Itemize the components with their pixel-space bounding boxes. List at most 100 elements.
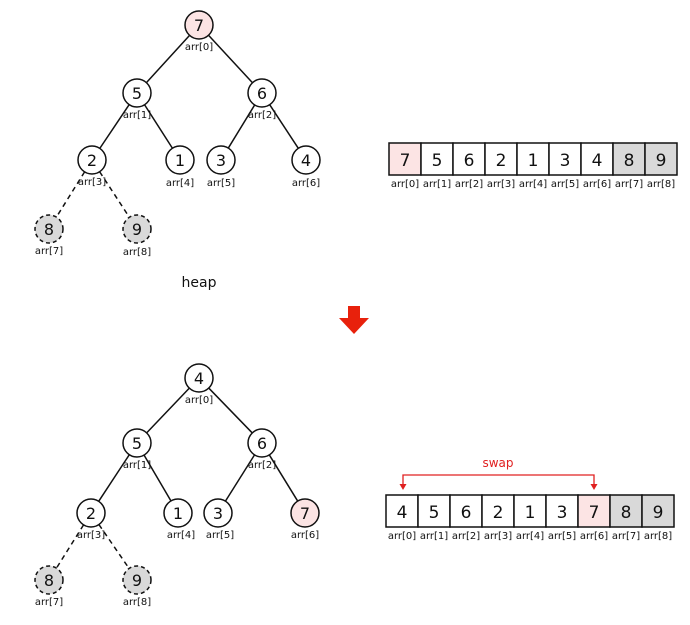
array-index-label: arr[7]: [615, 179, 643, 190]
tree-node-value: 8: [44, 220, 54, 239]
tree-node-circle: [122, 428, 152, 458]
array-index-label: arr[1]: [423, 179, 451, 190]
tree-node-circle: [77, 145, 107, 175]
heap-caption: heap: [182, 275, 217, 291]
tree-node-index-label: arr[2]: [248, 460, 276, 471]
tree-node-value: 7: [300, 504, 310, 523]
tree-edge: [269, 104, 299, 149]
bottom-tree-nodes: 4arr[0]5arr[1]6arr[2]2arr[3]1arr[4]3arr[…: [34, 363, 320, 608]
array-cell-value: 9: [653, 503, 664, 523]
tree-node-value: 6: [257, 434, 267, 453]
array-index-label: arr[8]: [647, 179, 675, 190]
tree-node-circle: [247, 78, 277, 108]
tree-node-circle: [34, 214, 64, 244]
tree-node-index-label: arr[7]: [35, 597, 63, 608]
array-cell: 9 arr[8]: [644, 142, 678, 190]
tree-node-value: 7: [194, 16, 204, 35]
tree-node-index-label: arr[5]: [206, 530, 234, 541]
array-cell: 8 arr[7]: [609, 494, 643, 542]
array-cell: 4 arr[6]: [580, 142, 614, 190]
tree-node-index-label: arr[8]: [123, 247, 151, 258]
tree-node-index-label: arr[0]: [185, 395, 213, 406]
tree-node-index-label: arr[4]: [166, 178, 194, 189]
swap-arrowhead-left: [399, 484, 407, 490]
array-cell-value: 2: [493, 503, 504, 523]
top-tree-nodes: 7arr[0]5arr[1]6arr[2]2arr[3]1arr[4]3arr[…: [34, 10, 321, 258]
tree-edge: [208, 387, 253, 434]
array-index-label: arr[5]: [548, 531, 576, 542]
array-index-label: arr[0]: [388, 531, 416, 542]
tree-node: 1 arr[4]: [165, 145, 195, 189]
tree-edge: [143, 454, 172, 502]
bottom-panel: 4arr[0]5arr[1]6arr[2]2arr[3]1arr[4]3arr[…: [34, 363, 675, 608]
tree-node: 1 arr[4]: [163, 498, 195, 541]
array-cell-box: [644, 142, 678, 176]
tree-node-circle: [122, 214, 152, 244]
tree-node-circle: [122, 78, 152, 108]
tree-node-value: 1: [173, 504, 183, 523]
array-cell-value: 4: [397, 503, 408, 523]
array-cell-value: 6: [461, 503, 472, 523]
array-cell-box: [481, 494, 515, 528]
tree-node: 6 arr[2]: [247, 428, 277, 471]
array-index-label: arr[7]: [612, 531, 640, 542]
array-cell-value: 1: [525, 503, 536, 523]
tree-node-value: 1: [175, 151, 185, 170]
array-cell-value: 8: [624, 151, 635, 171]
array-index-label: arr[1]: [420, 531, 448, 542]
array-index-label: arr[6]: [583, 179, 611, 190]
tree-node-value: 9: [132, 571, 142, 590]
array-cell-value: 9: [656, 151, 667, 171]
tree-edge: [268, 454, 299, 502]
swap-label: swap: [482, 456, 513, 470]
tree-node-value: 3: [216, 151, 226, 170]
array-cell-box: [516, 142, 550, 176]
tree-node: 9 arr[8]: [122, 214, 152, 258]
tree-node-value: 8: [44, 571, 54, 590]
array-cell-box: [641, 494, 675, 528]
array-cell-value: 5: [432, 151, 443, 171]
top-tree-edges: [55, 34, 299, 218]
array-cell-value: 4: [592, 151, 603, 171]
array-cell-value: 7: [589, 503, 600, 523]
tree-node-index-label: arr[4]: [167, 530, 195, 541]
tree-node-value: 5: [132, 84, 142, 103]
array-cell-value: 3: [557, 503, 568, 523]
tree-node-index-label: arr[6]: [292, 178, 320, 189]
top-array: 7arr[0]5arr[1]6arr[2]2arr[3]1arr[4]3arr[…: [388, 142, 678, 190]
array-index-label: arr[5]: [551, 179, 579, 190]
tree-edge: [227, 104, 256, 149]
tree-edge: [145, 34, 191, 84]
tree-edge: [99, 171, 130, 218]
tree-node-value: 2: [87, 151, 97, 170]
tree-node-circle: [163, 498, 193, 528]
tree-node-circle: [291, 145, 321, 175]
down-arrow-icon: [339, 306, 369, 334]
tree-node-circle: [206, 145, 236, 175]
tree-node-value: 6: [257, 84, 267, 103]
tree-node-circle: [247, 428, 277, 458]
tree-node-value: 9: [132, 220, 142, 239]
array-cell: 6 arr[2]: [449, 494, 483, 542]
tree-node: 6 arr[2]: [247, 78, 277, 121]
array-index-label: arr[2]: [452, 531, 480, 542]
tree-node-circle: [184, 363, 214, 393]
array-cell-box: [452, 142, 486, 176]
array-cell-box: [484, 142, 518, 176]
array-cell-value: 8: [621, 503, 632, 523]
tree-node-circle: [203, 498, 233, 528]
tree-node-index-label: arr[2]: [248, 110, 276, 121]
tree-node: 8 arr[7]: [34, 565, 64, 608]
array-index-label: arr[3]: [487, 179, 515, 190]
top-panel: 7arr[0]5arr[1]6arr[2]2arr[3]1arr[4]3arr[…: [34, 10, 678, 291]
